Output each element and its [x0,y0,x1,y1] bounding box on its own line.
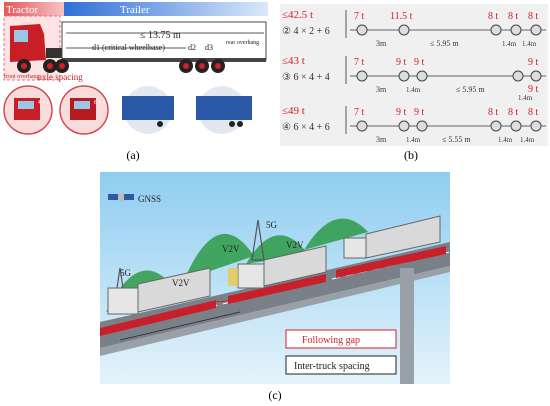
panel-a-figure: Tractor Trailer ≤ 13.75 m d1 (critical w… [3,2,268,135]
thumb-1-label: 4 × 2 [38,100,49,106]
axle-config-row-1: ≤42.5 t ② 4 × 2 + 6 7 t 11.5 t 8 t 8 t 8… [282,9,546,48]
truck-lane-band-2 [228,274,326,304]
row-3-spacing-1: 3m [376,135,387,144]
d3-label: d3 [205,43,213,52]
axle-config-row-2: ≤43 t ③ 6 × 4 + 4 7 t 9 t 9 t 9 t 9 t 3m… [282,55,546,102]
row-2-weight-3: 9 t [414,57,425,68]
wheel-group [17,59,225,73]
tractor-label: Tractor [6,4,38,16]
row-2-weight-1: 7 t [354,57,365,68]
thumbnail-tractor-2: 6 × 4 [59,85,109,135]
row-1-spacing-4: 1.4m [522,40,537,48]
trailer-box [61,21,267,61]
d2-label: d2 [188,43,196,52]
satellite-icon [108,193,134,201]
row-3-limit: ≤49 t [282,105,305,117]
row-3-spacing-3: ≤ 5.55 m [442,135,471,144]
v2v-label-1: V2V [172,278,190,288]
row-1-spacing-3: 1.4m [502,40,517,48]
row-2-axles [356,70,542,82]
rear-overhang-label: rear overhang [226,40,259,46]
row-1-spacing-2: ≤ 5.95 m [430,39,459,48]
row-1-weight-2: 11.5 t [390,11,413,22]
row-2-spacing-3: ≤ 5.95 m [456,85,485,94]
row-1-weight-5: 8 t [528,11,539,22]
row-3-weight-1: 7 t [354,107,365,118]
row-3-weight-4: 8 t [488,107,499,118]
row-2-weight-4: 9 t [528,57,539,68]
row-3-config: ④ 6 × 4 + 6 [282,122,330,133]
row-2-weight-2: 9 t [396,57,407,68]
inter-truck-spacing-label: Inter-truck spacing [294,361,370,372]
row-3-weight-3: 9 t [414,107,425,118]
panel-b-figure: ≤42.5 t ② 4 × 2 + 6 7 t 11.5 t 8 t 8 t 8… [282,9,546,144]
fiveg-label-1: 5G [120,268,132,278]
thumbnail-trailer-1 [122,86,174,134]
truck-1 [107,267,211,315]
axle-spacing-label: axle spacing [38,72,83,82]
truck-3 [343,215,441,259]
axle-config-row-3: ≤49 t ④ 6 × 4 + 6 7 t 9 t 9 t 8 t 8 t 8 … [282,105,546,144]
row-2-weight-5: 9 t [528,84,539,95]
tractor-header-bar [4,2,64,16]
row-2-spacing-4: 1.4m [518,94,533,102]
front-overhang-label: front overhang [4,73,40,80]
row-2-limit: ≤43 t [282,55,305,67]
truck-2 [228,245,327,289]
row-2-spacing-1: 3m [376,85,387,94]
row-3-spacing-4: 1.4m [498,136,513,144]
inter-truck-spacing-line [119,311,241,341]
following-gap-label: Following gap [302,335,360,346]
thumbnail-trailer-2 [196,86,252,134]
v2v-label-2: V2V [222,244,240,254]
gnss-label: GNSS [138,194,161,204]
row-3-spacing-2: 1.4m [406,136,421,144]
truck-lane-band-3 [336,246,446,278]
row-1-limit: ≤42.5 t [282,9,313,21]
inter-truck-spacing-callout [285,355,397,375]
row-1-config: ② 4 × 2 + 6 [282,26,330,37]
cab-window [14,30,28,42]
panel-c-figure: GNSS 5G 5G [99,172,451,384]
following-gap-callout [285,329,397,349]
row-2-spacing-2: 1.4m [406,86,421,94]
v2v-label-3: V2V [286,240,304,250]
panel-a: Tractor Trailer ≤ 13.75 m d1 (critical w… [0,0,270,150]
trailer-underframe [62,58,266,62]
row-3-spacing-5: 1.4m [520,136,535,144]
tractor-cab [10,24,46,62]
road-edge [100,266,450,356]
row-3-weight-6: 8 t [528,107,539,118]
length-label: ≤ 13.75 m [140,30,181,41]
row-1-axles [356,24,542,36]
trailer-header-bar [64,2,268,16]
fiveg-label-2: 5G [266,220,278,230]
panel-c-caption: (c) [268,388,282,402]
panel-c: GNSS 5G 5G [99,172,451,384]
panel-a-caption: (a) [126,148,140,162]
row-1-weight-4: 8 t [508,11,519,22]
thumbnail-tractor-1: 4 × 2 [3,85,53,135]
row-3-axles [356,120,542,132]
trailer-label: Trailer [120,4,150,16]
thumb-2-label: 6 × 4 [94,100,105,106]
row-3-weight-2: 9 t [396,107,407,118]
tractor-chassis [46,48,68,58]
row-2-config: ③ 6 × 4 + 4 [282,72,330,83]
bridge-pier [400,268,414,384]
row-1-weight-1: 7 t [354,11,365,22]
truck-lane-band-1 [100,300,216,336]
row-1-weight-3: 8 t [488,11,499,22]
row-1-spacing-1: 3m [376,39,387,48]
row-3-weight-5: 8 t [508,107,519,118]
following-gap-line [213,299,241,303]
panel-b-caption: (b) [404,148,418,162]
d1-label: d1 (critical wheelbase) [92,43,165,52]
panel-b: ≤42.5 t ② 4 × 2 + 6 7 t 11.5 t 8 t 8 t 8… [280,4,548,146]
